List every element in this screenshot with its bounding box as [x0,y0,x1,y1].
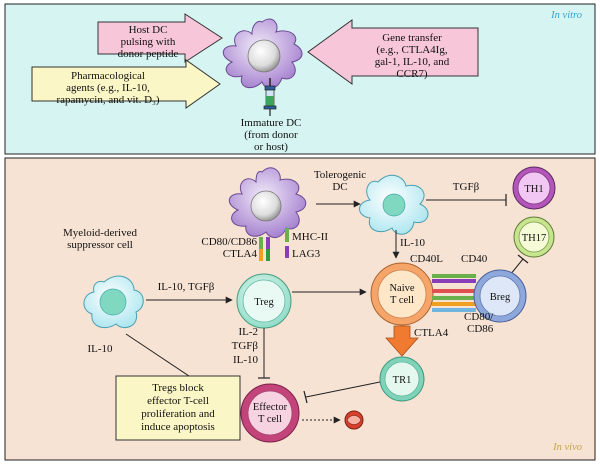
tolerogenic-dc-label-2: DC [332,181,347,193]
lag3-label: LAG3 [292,248,321,260]
gene-transfer-line-2: (e.g., CTLA4Ig, [376,44,447,56]
il10-tgfb-mdsc-label: IL-10, TGFβ [158,281,215,293]
treg-label: Treg [254,297,274,308]
immature-dc-label-2: (from donor [244,129,298,141]
breg-cell [473,269,527,323]
naive-label-2: T cell [390,295,414,306]
tregs-block-line-1: Tregs block [152,382,204,394]
effector-t-cell [240,383,300,443]
cd40l-label: CD40L [410,253,443,265]
th17-cell [513,216,555,258]
tolerogenic-dc-cell [359,174,429,235]
immature-dc-label-1: Immature DC [241,117,302,129]
tr1-label: TR1 [393,375,412,386]
il2-label: IL-2 [238,326,258,338]
treg-cell [236,273,292,329]
cd40-label: CD40 [461,253,488,265]
effector-label-1: Effector [253,402,288,413]
gene-transfer-line-4: CCR7) [396,68,428,80]
th17-label: TH17 [522,233,547,244]
host-dc-line-3: donor peptide [118,48,179,60]
tregs-block-line-3: proliferation and [141,408,215,420]
cd80-cd86-right-label-1: CD80/ [464,311,494,323]
mdsc-label-1: Myeloid-derived [63,227,137,239]
il10-tol-label: IL-10 [400,237,426,249]
tr1-inhibit-effector-line [305,381,381,398]
in-vitro-tag: In vitro [550,10,582,21]
host-dc-pulsing-arrow: Host DC pulsing with donor peptide [97,13,223,63]
pharm-line-1: Pharmacological [71,70,145,82]
mhc-ii-label: MHC-II [292,231,328,243]
ctla4-right-label: CTLA4 [414,327,449,339]
tolerogenic-dc-label-1: Tolerogenic [314,169,366,181]
naive-breg-bridges [432,274,476,312]
tregs-block-box [115,375,241,441]
il10-mid-label: IL-10 [233,354,259,366]
pharm-line-2: agents (e.g., IL-10, [66,82,150,94]
il10-mdsc-label: IL-10 [87,343,113,355]
dendritic-cell [228,167,307,238]
ctla4-left-label: CTLA4 [223,248,258,260]
tr1-inhibit-effector-bar [303,390,308,404]
pharm-line-3: rapamycin, and vit. D₃) [56,94,159,106]
tregs-block-line-2: effector T-cell [147,395,209,407]
tgf-beta-top-label: TGFβ [453,181,480,193]
pharmacological-agents-arrow: Pharmacological agents (e.g., IL-10, rap… [31,59,221,109]
mdsc-cell [83,275,144,329]
host-dc-line-2: pulsing with [121,36,176,48]
breg-inhibit-th17-line [509,258,524,276]
cd80-cd86-left-label: CD80/CD86 [201,236,257,248]
mdsc-label-2: suppressor cell [67,239,133,251]
tr1-cell [379,356,425,402]
gene-transfer-arrow: Gene transfer (e.g., CTLA4Ig, gal-1, IL-… [307,19,479,85]
naive-to-tr1-arrow [385,325,419,357]
th1-label: TH1 [524,184,543,195]
naive-label-1: Naive [389,283,414,294]
in-vivo-tag: In vivo [552,442,582,453]
naive-t-cell [370,262,434,326]
breg-label: Breg [490,292,511,303]
immature-dc-label-3: or host) [254,141,288,153]
immature-dc-cell [222,18,303,89]
effector-label-2: T cell [258,414,282,425]
th1-cell [512,166,556,210]
receptor-pairs [259,228,289,261]
gene-transfer-line-1: Gene transfer [382,32,442,44]
tregs-block-line-4: induce apoptosis [141,421,215,433]
apoptotic-cell-icon [344,410,364,430]
cd80-cd86-right-label-2: CD86 [467,323,494,335]
host-dc-line-1: Host DC [129,24,168,36]
gene-transfer-line-3: gal-1, IL-10, and [375,56,450,68]
tgfb-mid-label: TGFβ [232,340,259,352]
breg-inhibit-th17-bar [517,254,529,264]
syringe-icon [263,78,277,116]
